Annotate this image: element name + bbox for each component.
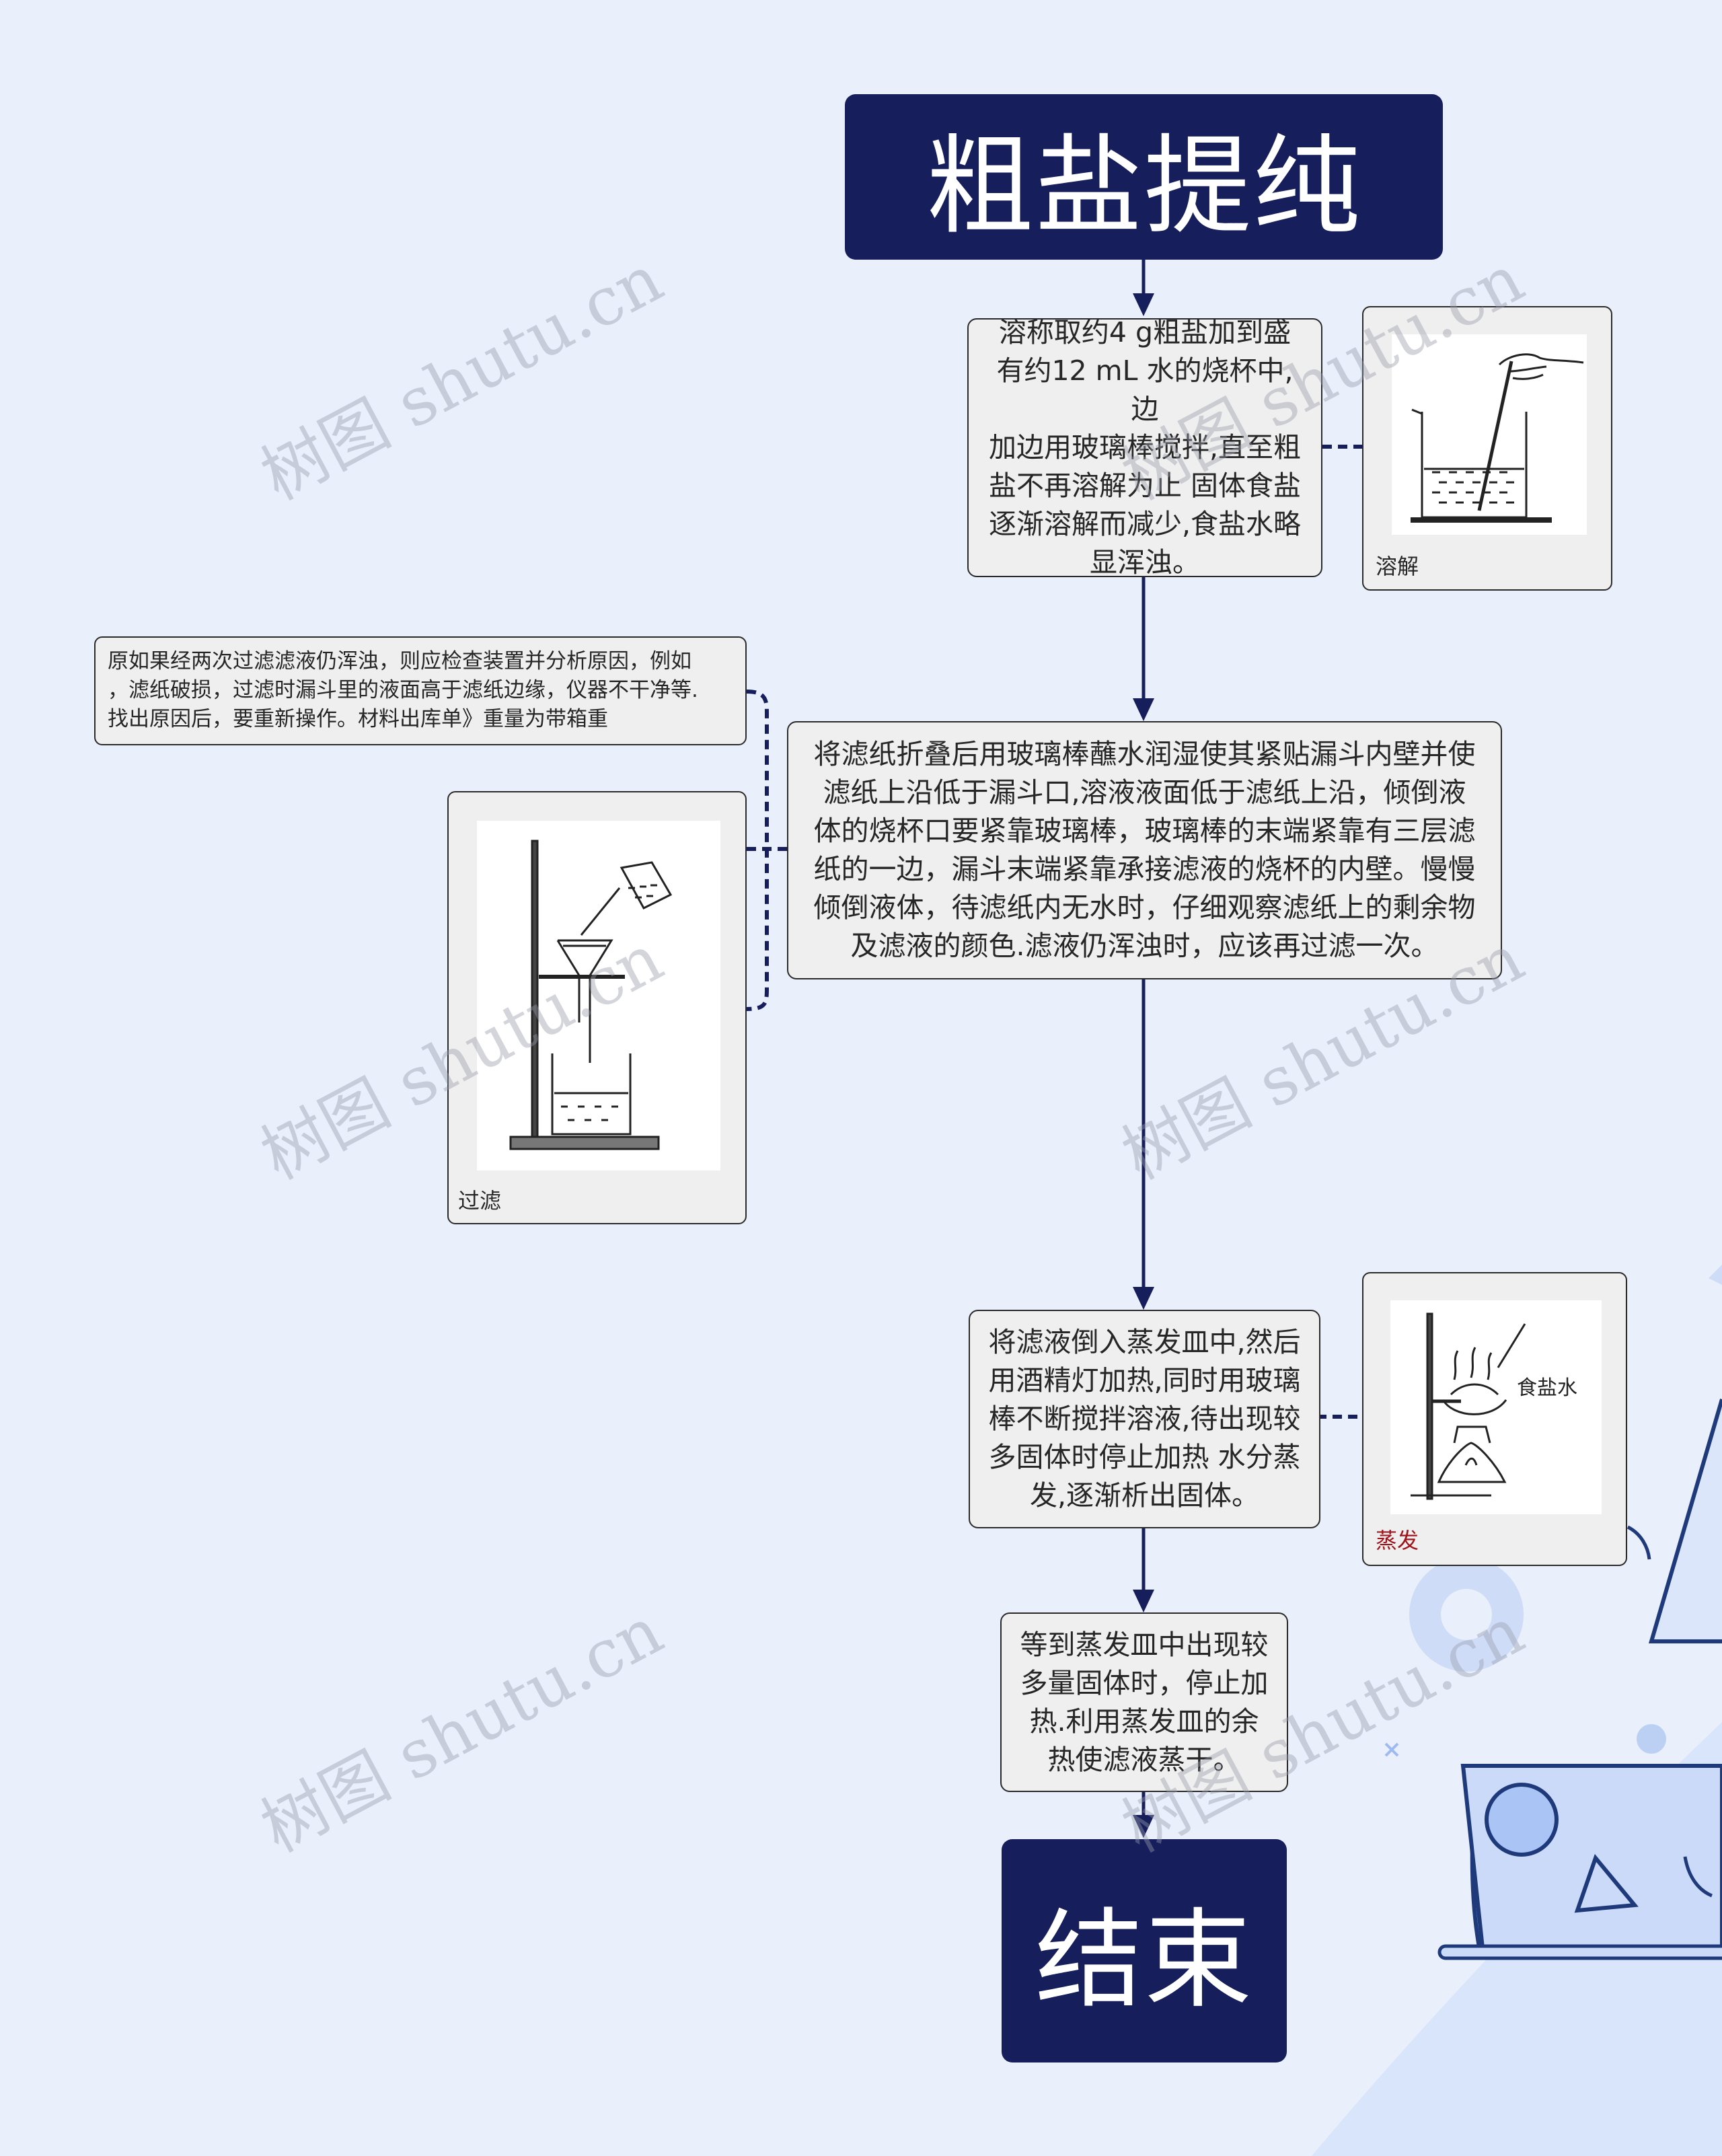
flow-arrowheads (1133, 293, 1154, 1838)
image-card-evaporate: 食盐水 蒸发 (1362, 1272, 1627, 1566)
image-card-filter: 过滤 (447, 791, 747, 1224)
step-evaporate: 将滤液倒入蒸发皿中,然后用酒精灯加热,同时用玻璃 棒不断搅拌溶液,待出现较多固体… (969, 1310, 1320, 1528)
evaporate-illustration: 食盐水 (1390, 1300, 1602, 1514)
image-card-dissolve: 溶解 (1362, 306, 1612, 591)
filter-caption: 过滤 (458, 1188, 502, 1214)
end-text: 结束 (1035, 1897, 1253, 2023)
background-decoration (1312, 1265, 1722, 2156)
evaporate-caption: 蒸发 (1376, 1528, 1419, 1553)
step-evaporate-text: 将滤液倒入蒸发皿中,然后用酒精灯加热,同时用玻璃 棒不断搅拌溶液,待出现较多固体… (988, 1326, 1301, 1512)
dissolve-illustration (1392, 334, 1587, 535)
title-text: 粗盐提纯 (926, 123, 1362, 249)
title-box: 粗盐提纯 (845, 94, 1443, 260)
step-filter: 将滤纸折叠后用玻璃棒蘸水润湿使其紧贴漏斗内壁并使滤纸上沿低于漏斗口,溶液液面低于… (787, 721, 1502, 979)
evaporate-inner-label: 食盐水 (1517, 1376, 1577, 1400)
step-filter-text: 将滤纸折叠后用玻璃棒蘸水润湿使其紧贴漏斗内壁并使滤纸上沿低于漏斗口,溶液液面低于… (813, 738, 1476, 962)
dashed-links (746, 445, 1362, 1419)
note-box: 原如果经两次过滤滤液仍浑浊，则应检查装置并分析原因，例如 ，滤纸破损，过滤时漏斗… (94, 636, 747, 745)
note-line: 原如果经两次过滤滤液仍浑浊，则应检查装置并分析原因，例如 (108, 649, 691, 673)
dissolve-caption: 溶解 (1376, 554, 1419, 579)
note-line: 找出原因后，要重新操作。材料出库单》重量为带箱重 (108, 707, 608, 731)
step-dissolve: 溶称取约4 g粗盐加到盛有约12 mL 水的烧杯中,边 加边用玻璃棒搅拌,直至粗… (967, 316, 1322, 579)
step-dry: 等到蒸发皿中出现较多量固体时，停止加 热.利用蒸发皿的余热使滤液蒸干。 (1000, 1612, 1288, 1792)
end-box: 结束 (1002, 1839, 1287, 2062)
step-dissolve-text: 溶称取约4 g粗盐加到盛有约12 mL 水的烧杯中,边 加边用玻璃棒搅拌,直至粗… (988, 316, 1302, 579)
note-line: ，滤纸破损，过滤时漏斗里的液面高于滤纸边缘，仪器不干净等. (108, 678, 698, 702)
filter-illustration (477, 821, 720, 1170)
step-dry-text: 等到蒸发皿中出现较多量固体时，停止加 热.利用蒸发皿的余热使滤液蒸干。 (1020, 1628, 1269, 1776)
